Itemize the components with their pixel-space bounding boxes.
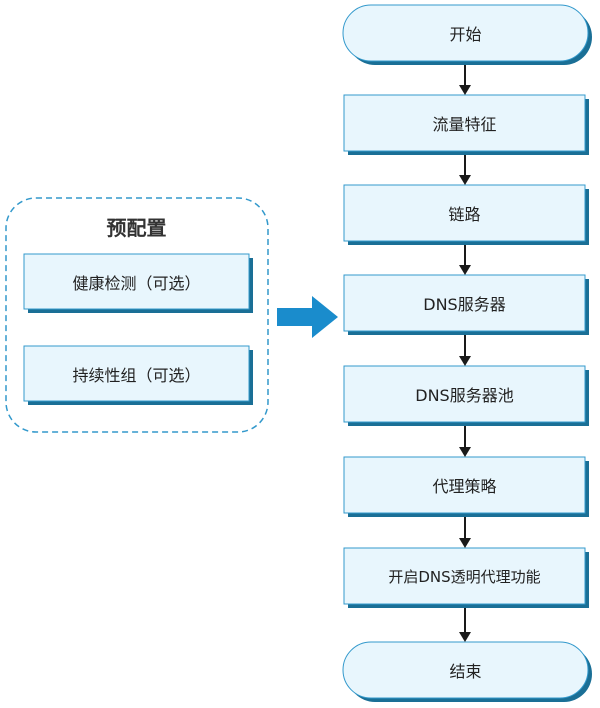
arrowhead-icon bbox=[459, 265, 471, 275]
big-arrow-right-icon bbox=[277, 296, 338, 338]
arrowhead-icon bbox=[459, 85, 471, 95]
step-link-label: 链路 bbox=[448, 205, 481, 224]
step-enable-proxy-box bbox=[343, 547, 586, 605]
start-terminal bbox=[342, 4, 589, 62]
arrowhead-icon bbox=[459, 175, 471, 185]
preconfig-item-health-check-box bbox=[23, 253, 250, 310]
step-dns-server-pool-box bbox=[343, 365, 586, 423]
end-label: 结束 bbox=[449, 662, 482, 681]
arrowhead-icon bbox=[459, 538, 471, 548]
preconfig-item-persistence-box bbox=[23, 345, 250, 402]
step-traffic-feature-label: 流量特征 bbox=[432, 115, 497, 134]
step-dns-server-label: DNS服务器 bbox=[423, 295, 506, 314]
step-proxy-policy-label: 代理策略 bbox=[432, 477, 497, 496]
arrowhead-icon bbox=[459, 632, 471, 642]
preconfig-dashed-container bbox=[5, 197, 269, 433]
step-enable-proxy-label: 开启DNS透明代理功能 bbox=[388, 567, 541, 586]
preconfig-item-persistence-label: 持续性组（可选） bbox=[72, 365, 201, 385]
step-traffic-feature-box bbox=[343, 94, 586, 152]
step-proxy-policy-box bbox=[343, 456, 586, 514]
step-dns-server-box bbox=[343, 274, 586, 332]
connector-arrows bbox=[459, 65, 471, 642]
preconfig-item-health-check-label: 健康检测（可选） bbox=[72, 273, 201, 293]
arrowhead-icon bbox=[459, 356, 471, 366]
step-dns-server-pool-label: DNS服务器池 bbox=[415, 386, 514, 405]
arrowhead-icon bbox=[459, 447, 471, 457]
step-link-box bbox=[343, 184, 586, 242]
start-label: 开始 bbox=[449, 25, 482, 44]
end-terminal bbox=[342, 641, 589, 699]
preconfig-title: 预配置 bbox=[106, 215, 167, 240]
